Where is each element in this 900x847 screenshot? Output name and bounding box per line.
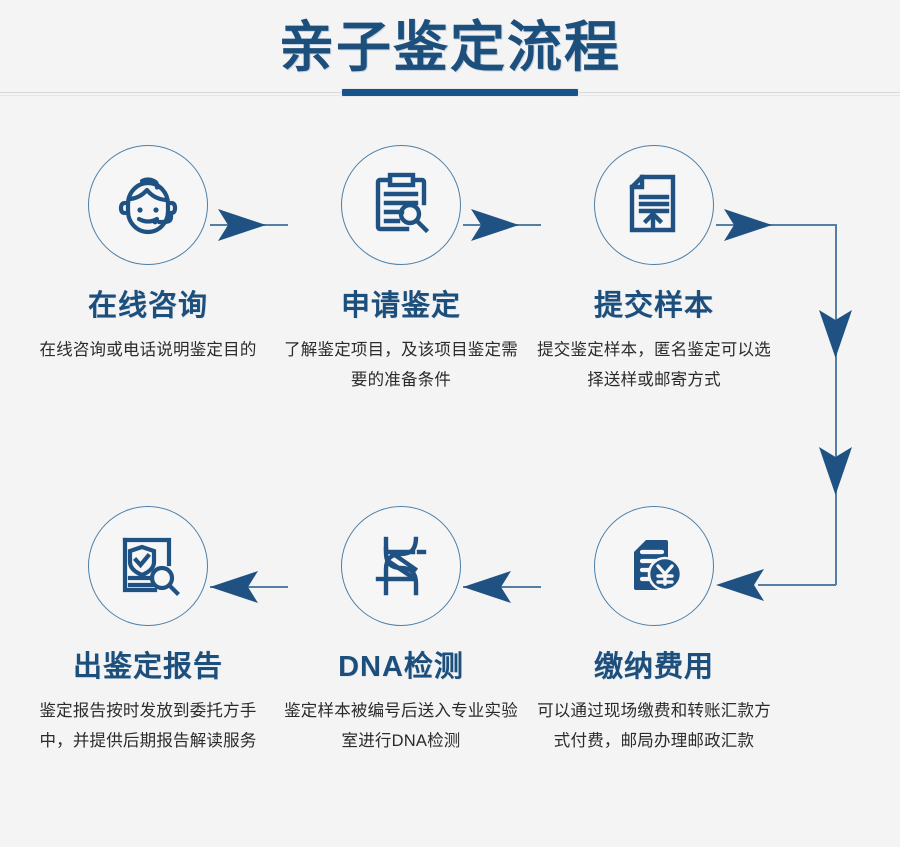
step-2-title: 申请鉴定: [340, 290, 461, 322]
step-3-description: 提交鉴定样本，匿名鉴定可以选择送样或邮寄方式: [537, 341, 771, 389]
step-3-icon-circle: [594, 145, 714, 265]
flow-step-3[interactable]: 提交样本 提交鉴定样本，匿名鉴定可以选择送样或邮寄方式: [529, 145, 779, 395]
page-title: 亲子鉴定流程: [278, 16, 621, 78]
step-6-title: 出鉴定报告: [72, 651, 223, 683]
dna-helix-icon: [366, 531, 436, 601]
step-5-icon-circle: [341, 506, 461, 626]
step-4-description: 可以通过现场缴费和转账汇款方式付费，邮局办理邮政汇款: [537, 702, 771, 750]
step-1-icon-circle: [88, 145, 208, 265]
arrow-head-left-icon: [463, 571, 511, 603]
clipboard-search-icon: [365, 169, 437, 241]
flow-step-5[interactable]: DNA检测 鉴定样本被编号后送入专业实验室进行DNA检测: [276, 506, 526, 756]
arrow-head-left-icon: [716, 569, 764, 601]
connector-line-vertical: [835, 224, 837, 585]
arrow-head-right-icon: [471, 209, 519, 241]
step-2-icon-circle: [341, 145, 461, 265]
flow-step-4[interactable]: 缴纳费用 可以通过现场缴费和转账汇款方式付费，邮局办理邮政汇款: [529, 506, 779, 756]
report-shield-search-icon: [112, 530, 184, 602]
step-1-description: 在线咨询或电话说明鉴定目的: [39, 341, 257, 359]
step-6-icon-circle: [88, 506, 208, 626]
step-5-description: 鉴定样本被编号后送入专业实验室进行DNA检测: [284, 702, 518, 750]
flow-step-1[interactable]: 在线咨询 在线咨询或电话说明鉴定目的: [23, 145, 273, 365]
arrow-head-left-icon: [210, 571, 258, 603]
title-underline-bar: [342, 89, 578, 96]
step-1-title: 在线咨询: [87, 290, 208, 322]
flow-step-6[interactable]: 出鉴定报告 鉴定报告按时发放到委托方手中，并提供后期报告解读服务: [23, 506, 273, 756]
step-4-icon-circle: [594, 506, 714, 626]
step-3-title: 提交样本: [593, 290, 714, 322]
step-6-description: 鉴定报告按时发放到委托方手中，并提供后期报告解读服务: [39, 702, 257, 750]
connector-line-bottom: [758, 584, 836, 586]
connector-line: [463, 586, 541, 588]
header: 亲子鉴定流程: [0, 0, 900, 97]
step-2-description: 了解鉴定项目，及该项目鉴定需要的准备条件: [284, 341, 518, 389]
invoice-yuan-icon: [618, 530, 690, 602]
step-4-title: 缴纳费用: [593, 651, 714, 683]
flow-diagram: 在线咨询 在线咨询或电话说明鉴定目的: [0, 97, 900, 847]
connector-line: [210, 586, 288, 588]
arrow-head-down-icon: [819, 310, 852, 358]
flow-step-2[interactable]: 申请鉴定 了解鉴定项目，及该项目鉴定需要的准备条件: [276, 145, 526, 395]
document-upload-icon: [619, 170, 689, 240]
arrow-head-right-icon: [724, 209, 772, 241]
arrow-head-right-icon: [218, 209, 266, 241]
connector-line-top: [716, 224, 836, 226]
headset-operator-icon: [111, 168, 185, 242]
step-5-title: DNA检测: [338, 651, 464, 683]
arrow-head-down-icon: [819, 447, 852, 495]
